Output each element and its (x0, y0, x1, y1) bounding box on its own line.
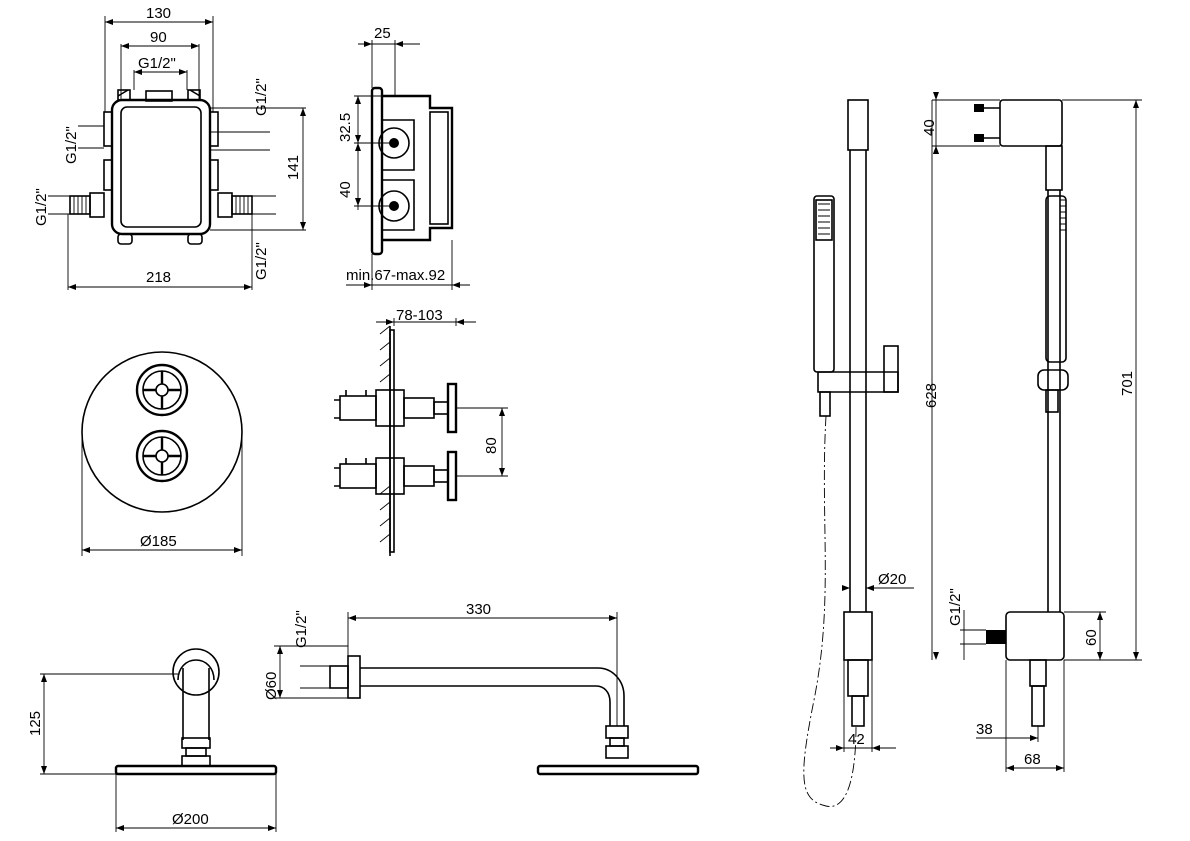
handle-upper (135, 363, 189, 417)
dim-arm-thread: G1/2" (293, 610, 310, 648)
slide-rail-side-view: 40 628 701 G1/2" 60 38 68 (921, 92, 1142, 772)
dim-head-drop: 125 (27, 711, 44, 736)
concealed-box-side-view: 25 32.5 40 min.67-max.92 (337, 25, 470, 290)
valve-lower (334, 450, 458, 502)
concealed-box-front-view: 130 90 G1/2" 141 218 G1/2" G1/2" G1/2" G… (33, 5, 306, 290)
dim-head-diameter: Ø200 (172, 811, 209, 828)
dim-25: 25 (374, 25, 391, 42)
dim-141: 141 (285, 155, 302, 180)
dim-g-left-lower: G1/2" (33, 188, 50, 226)
dim-32-5: 32.5 (337, 113, 354, 142)
dim-218: 218 (146, 269, 171, 286)
trim-plate-front-view: Ø185 (81, 351, 243, 556)
trim-side-view: 78-103 80 (334, 307, 508, 556)
valve-upper (334, 382, 458, 434)
dim-slider-width: 42 (848, 731, 865, 748)
shower-head-side-view: 330 G1/2" Ø60 (263, 601, 700, 776)
dim-rail-628: 628 (923, 383, 940, 408)
dim-plate-diameter: Ø185 (140, 533, 177, 550)
handle-lower (135, 429, 189, 483)
dim-bracket-40: 40 (921, 119, 938, 136)
dim-outlet-thread: G1/2" (947, 588, 964, 626)
slide-rail-front-view: Ø20 42 (803, 99, 914, 807)
dim-g-right-lower: G1/2" (253, 242, 270, 280)
dim-projection-range: 78-103 (396, 307, 443, 324)
dim-90: 90 (150, 29, 167, 46)
dim-outlet-38: 38 (976, 721, 993, 738)
dim-handle-spacing: 80 (483, 437, 500, 454)
dim-outlet-60: 60 (1083, 629, 1100, 646)
dim-outlet-68: 68 (1024, 751, 1041, 768)
shower-head-front-view: 125 Ø200 (27, 648, 278, 832)
dim-g-right-upper: G1/2" (253, 78, 270, 116)
dim-40-side: 40 (337, 181, 354, 198)
dim-g-left-upper: G1/2" (63, 126, 80, 164)
dim-130: 130 (146, 5, 171, 22)
dim-rail-701: 701 (1119, 371, 1136, 396)
dim-flange-diameter: Ø60 (263, 672, 280, 700)
dim-g-top: G1/2" (138, 55, 176, 72)
dim-arm-length: 330 (466, 601, 491, 618)
dim-depth-range: min.67-max.92 (346, 267, 445, 284)
dim-rail-diameter: Ø20 (878, 571, 906, 588)
